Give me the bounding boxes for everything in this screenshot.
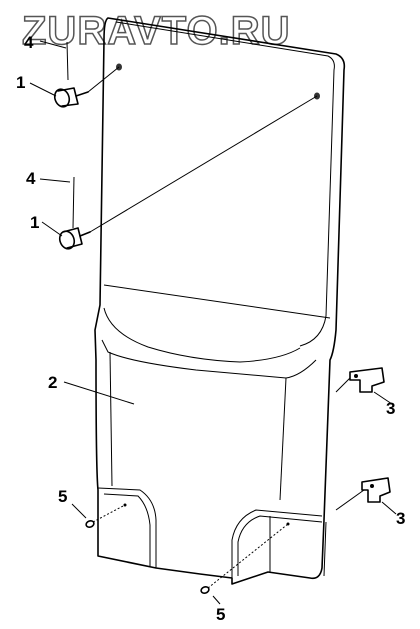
callout-3-upper: 3: [386, 399, 395, 418]
callout-1-middle: 1: [30, 213, 39, 232]
leader-bracket-upper: [335, 377, 351, 393]
screw-part-5-bottom: [200, 523, 289, 605]
callout-5-left: 5: [58, 487, 67, 506]
screw-part-5-left: [71, 503, 126, 528]
leader-bracket-lower: [335, 489, 365, 511]
callout-4-top: 4: [24, 33, 34, 52]
callout-2-panel: 2: [48, 373, 57, 392]
callout-3-lower: 3: [396, 509, 405, 528]
callout-5-bottom: 5: [216, 605, 225, 624]
knob-part-1-top: [29, 40, 120, 108]
panel-part-2: [94, 17, 346, 585]
bracket-part-3-upper: [349, 367, 393, 405]
callout-1-top: 1: [16, 73, 25, 92]
knob-part-1-bottom: [39, 95, 318, 250]
watermark-text: ZURAVTO.RU: [22, 9, 291, 53]
leader-part-2: [63, 381, 135, 405]
bracket-part-3-lower: [361, 477, 397, 515]
callout-4-middle: 4: [26, 169, 36, 188]
